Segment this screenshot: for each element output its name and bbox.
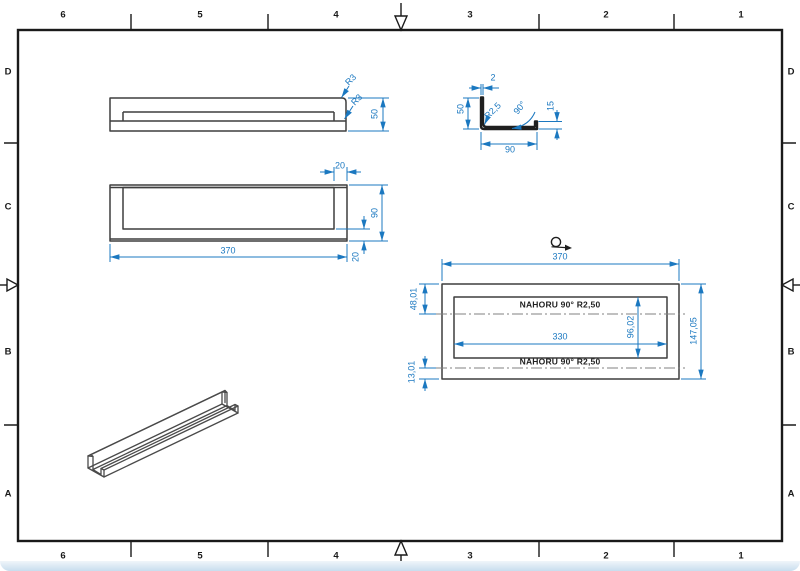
border-row-label: C <box>4 201 12 213</box>
section-profile-outline <box>479 96 539 131</box>
dim-section-flange-height: 15 <box>545 100 556 112</box>
flat-pattern-bend-lines <box>436 313 685 369</box>
flat-pattern-dimensions <box>419 259 706 391</box>
front-view-outline <box>109 97 347 132</box>
border-row-label: D <box>4 66 12 78</box>
border-col-label: 5 <box>197 9 203 21</box>
flat-pattern-outline <box>441 283 680 380</box>
dim-section-width: 90 <box>504 144 516 155</box>
border-row-label: A <box>787 488 795 500</box>
border-col-label: 1 <box>738 550 744 562</box>
bend-note-top: NAHORU 90° R2,50 <box>519 299 601 310</box>
border-row-label: A <box>4 488 12 500</box>
section-dimensions <box>463 84 562 150</box>
border-row-label: B <box>787 346 795 358</box>
border-col-label: 3 <box>467 550 473 562</box>
border-col-label: 6 <box>60 9 66 21</box>
dim-top-length: 370 <box>220 245 236 256</box>
dim-section-height: 50 <box>455 103 466 115</box>
dim-flat-length: 370 <box>552 251 568 262</box>
border-row-label: D <box>787 66 795 78</box>
center-mark-right-icon <box>780 277 800 293</box>
border-col-label: 1 <box>738 9 744 21</box>
window-bottom-edge <box>0 561 800 571</box>
top-view-dimensions <box>109 167 388 262</box>
dim-flat-bottom-margin: 13,01 <box>406 360 417 384</box>
border-col-label: 2 <box>603 9 609 21</box>
border-col-label: 6 <box>60 550 66 562</box>
dim-top-lip-inset: 20 <box>350 251 361 263</box>
center-mark-left-icon <box>0 277 20 293</box>
bend-note-bottom: NAHORU 90° R2,50 <box>519 356 601 367</box>
border-row-label: B <box>4 346 12 358</box>
border-col-label: 2 <box>603 550 609 562</box>
front-view-dimensions <box>341 85 389 132</box>
border-col-label: 4 <box>333 9 339 21</box>
top-view-outline <box>109 184 348 242</box>
dim-flat-slot-length: 330 <box>552 331 568 342</box>
dim-front-height: 50 <box>369 108 380 120</box>
unfold-symbol-icon <box>550 236 572 251</box>
center-mark-top-icon <box>393 3 409 32</box>
sheet-frame <box>0 3 800 568</box>
border-row-label: C <box>787 201 795 213</box>
isometric-view-outline <box>87 389 239 478</box>
dim-flat-slot-height: 96,02 <box>625 315 636 339</box>
dim-top-end-inset: 20 <box>334 160 346 171</box>
dim-flat-overall-height: 147,05 <box>688 317 699 345</box>
border-col-label: 3 <box>467 9 473 21</box>
dim-top-depth: 90 <box>369 207 380 219</box>
border-col-label: 4 <box>333 550 339 562</box>
dim-section-thickness: 2 <box>490 72 496 83</box>
border-col-label: 5 <box>197 550 203 562</box>
dim-flat-top-margin: 48,01 <box>408 287 419 311</box>
